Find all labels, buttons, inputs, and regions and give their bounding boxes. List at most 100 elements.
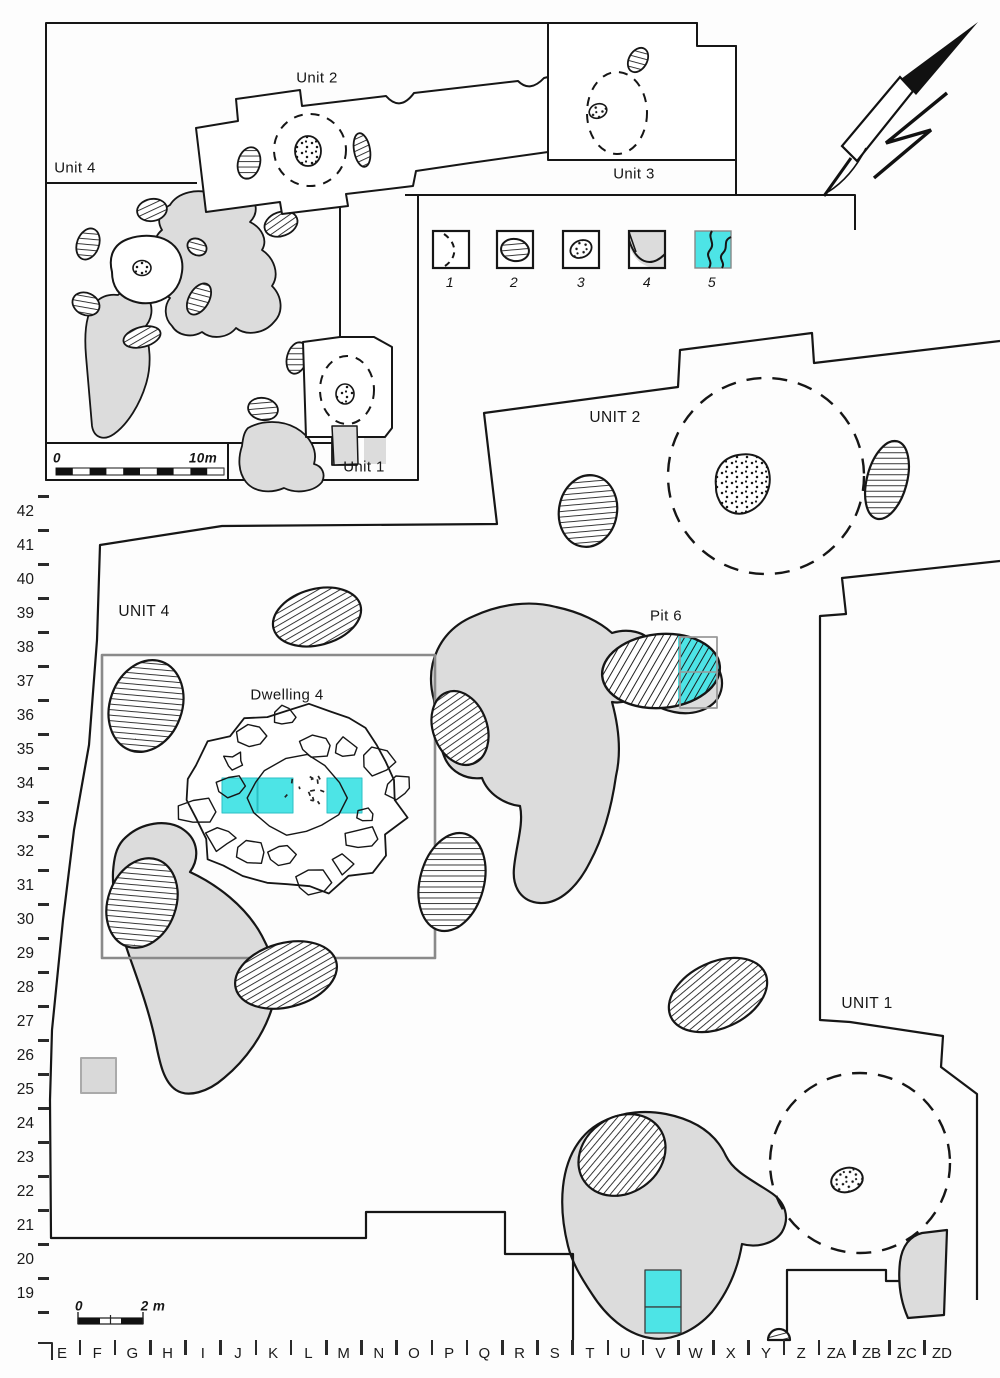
y-axis-label: 32 bbox=[16, 843, 34, 860]
inset-unit4-label: Unit 4 bbox=[54, 159, 96, 177]
x-axis-tick bbox=[219, 1340, 222, 1355]
bottom-excavated-squares bbox=[644, 1269, 682, 1334]
y-axis-tick bbox=[38, 699, 49, 702]
y-axis-label: 19 bbox=[16, 1285, 34, 1302]
inset-unit3-box bbox=[547, 22, 737, 161]
x-axis-tick bbox=[430, 1340, 434, 1355]
y-axis-tick bbox=[38, 1311, 49, 1314]
y-axis-tick bbox=[38, 801, 49, 804]
x-axis-tick bbox=[923, 1340, 926, 1355]
x-axis-tick bbox=[641, 1340, 645, 1355]
y-axis-tick bbox=[38, 1107, 49, 1110]
x-axis-tick bbox=[395, 1340, 398, 1355]
inset-unit1-features bbox=[319, 355, 375, 466]
legend-symbol-dashed bbox=[431, 229, 471, 270]
x-axis-label: L bbox=[304, 1345, 313, 1362]
x-axis-tick bbox=[184, 1340, 187, 1355]
main-unit2-label: UNIT 2 bbox=[589, 409, 641, 426]
y-axis-label: 29 bbox=[16, 945, 34, 962]
y-axis-label: 35 bbox=[16, 741, 34, 758]
y-axis-tick bbox=[38, 869, 49, 872]
x-axis-label: ZC bbox=[896, 1345, 917, 1362]
y-axis-tick bbox=[38, 495, 49, 498]
x-axis-label: Y bbox=[760, 1345, 772, 1362]
y-axis-tick bbox=[38, 1175, 49, 1178]
legend-symbol-dotted bbox=[561, 229, 601, 270]
main-plan bbox=[38, 331, 1000, 1360]
main-scale-end: 2 m bbox=[140, 1298, 166, 1314]
dwelling4-rubble-fragments bbox=[177, 704, 411, 896]
legend-item-4-label: 4 bbox=[642, 274, 652, 290]
inset-scale-bar bbox=[45, 442, 229, 481]
inset-scale-start: 0 bbox=[53, 450, 61, 466]
y-axis-tick bbox=[38, 835, 49, 838]
main-scale-bar bbox=[77, 1312, 144, 1325]
y-axis-tick bbox=[38, 1243, 49, 1246]
x-axis-label: F bbox=[92, 1345, 102, 1362]
excavation-boundary bbox=[48, 331, 1000, 1340]
inset-unit1-label: Unit 1 bbox=[343, 458, 385, 476]
y-axis-tick bbox=[38, 597, 49, 600]
grid-corner-mark bbox=[38, 1342, 53, 1360]
x-axis-label: V bbox=[655, 1345, 666, 1362]
x-axis-label: J bbox=[234, 1345, 242, 1362]
y-axis-label: 33 bbox=[16, 809, 34, 826]
main-dotted-features bbox=[714, 453, 864, 1194]
y-axis-label: 39 bbox=[16, 605, 34, 622]
x-axis-label: I bbox=[200, 1345, 205, 1362]
x-axis-label: Q bbox=[478, 1345, 491, 1362]
inset-unit2-strip bbox=[195, 76, 549, 215]
y-axis-tick bbox=[38, 1005, 49, 1008]
x-axis-tick bbox=[289, 1340, 293, 1355]
x-axis-label: H bbox=[162, 1345, 174, 1362]
x-axis-label: T bbox=[585, 1345, 595, 1362]
dwelling4-charcoal-scatter bbox=[284, 775, 325, 805]
x-axis-tick bbox=[712, 1340, 715, 1355]
y-axis-tick bbox=[38, 767, 49, 770]
legend-item-1-label: 1 bbox=[445, 274, 455, 290]
main-dashed-circles bbox=[666, 376, 952, 1255]
y-axis-label: 40 bbox=[16, 571, 34, 588]
x-axis-label: E bbox=[56, 1345, 68, 1362]
y-axis-tick bbox=[38, 665, 49, 668]
y-axis-label: 37 bbox=[16, 673, 34, 690]
x-axis-tick bbox=[501, 1340, 504, 1355]
x-axis-label: G bbox=[126, 1345, 139, 1362]
y-axis-tick bbox=[38, 937, 49, 940]
y-axis-label: 38 bbox=[16, 639, 34, 656]
legend-item-5-label: 5 bbox=[707, 274, 717, 290]
north-arrow-icon bbox=[822, 22, 978, 197]
x-axis-label: ZA bbox=[826, 1345, 846, 1362]
y-axis-tick bbox=[38, 903, 49, 906]
inset-unit2-features bbox=[236, 113, 372, 187]
x-axis-tick bbox=[113, 1340, 117, 1355]
legend-symbol-hatched bbox=[495, 229, 535, 270]
dwelling4-label: Dwelling 4 bbox=[250, 686, 324, 704]
inset-scale-end: 10m bbox=[188, 450, 218, 466]
x-axis-tick bbox=[571, 1340, 574, 1355]
y-axis-label: 28 bbox=[16, 979, 34, 996]
grid-square-feature bbox=[80, 1057, 117, 1094]
y-axis-label: 20 bbox=[16, 1251, 34, 1268]
inset-hearth-dotted bbox=[132, 259, 152, 277]
pit6-feature bbox=[600, 632, 722, 710]
y-axis-label: 36 bbox=[16, 707, 34, 724]
x-axis-label: S bbox=[549, 1345, 560, 1362]
inset-unit3-label: Unit 3 bbox=[613, 165, 655, 183]
y-axis-label: 41 bbox=[16, 537, 34, 554]
y-axis-tick bbox=[38, 1073, 49, 1076]
x-axis-tick bbox=[149, 1340, 152, 1355]
y-axis-label: 26 bbox=[16, 1047, 34, 1064]
x-axis-label: Z bbox=[796, 1345, 806, 1362]
y-axis-label: 24 bbox=[16, 1115, 34, 1132]
x-axis-tick bbox=[677, 1340, 680, 1355]
legend bbox=[431, 229, 732, 270]
legend-symbol-gray bbox=[627, 229, 667, 270]
main-scale-start: 0 bbox=[75, 1298, 83, 1314]
x-axis-label: W bbox=[688, 1345, 703, 1362]
y-axis-label: 23 bbox=[16, 1149, 34, 1166]
x-axis-tick bbox=[78, 1340, 82, 1355]
x-axis-tick bbox=[853, 1340, 856, 1355]
y-axis-tick bbox=[38, 1039, 49, 1042]
inset-hatched-features bbox=[71, 197, 309, 422]
